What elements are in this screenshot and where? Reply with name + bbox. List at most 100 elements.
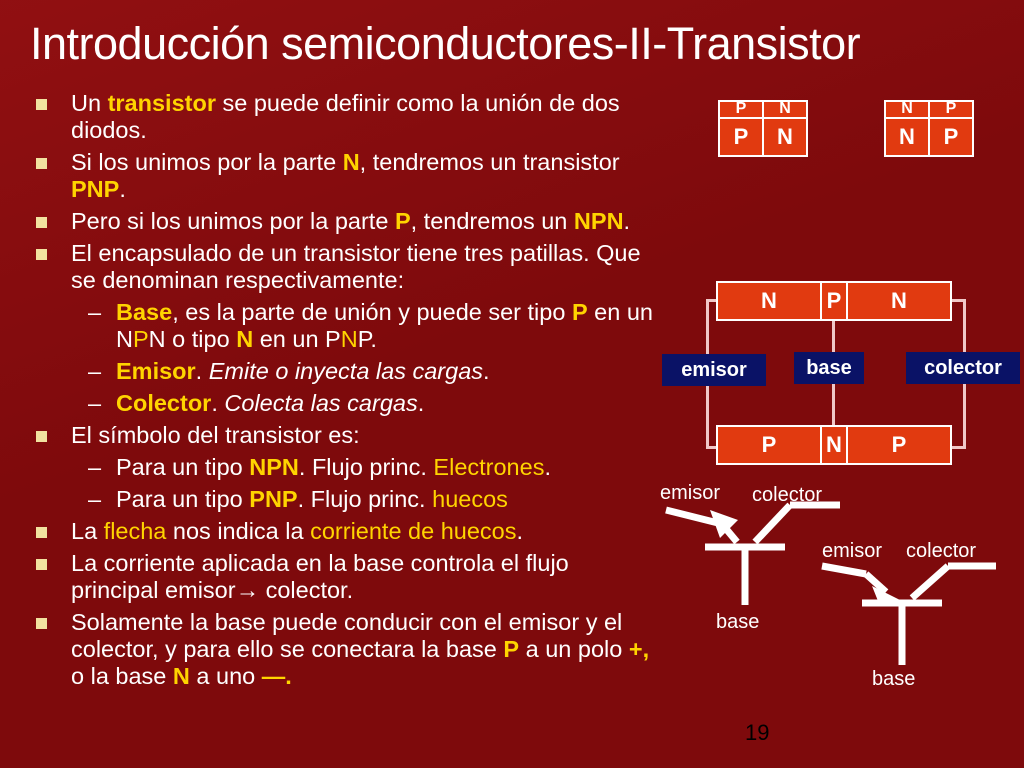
text: , tendremos un transistor — [359, 149, 620, 175]
highlight: Base — [116, 299, 173, 325]
highlight: huecos — [432, 486, 508, 512]
text: La corriente aplicada en la base control… — [71, 550, 569, 603]
text: Un — [71, 90, 108, 116]
text: Pero si los unimos por la parte — [71, 208, 395, 234]
dash: – — [88, 390, 102, 416]
pnp-left: P — [716, 425, 822, 465]
sub-bullet-emisor: – Emisor. Emite o inyecta las cargas. — [30, 358, 660, 385]
symbol1-base-label: base — [716, 611, 760, 633]
symbol2-base-label: base — [872, 668, 916, 690]
dash: – — [88, 486, 102, 512]
text: Si los unimos por la parte — [71, 149, 343, 175]
bullet-7: La corriente aplicada en la base control… — [30, 550, 660, 604]
connector-colector-bottom — [952, 446, 966, 449]
text: . — [195, 358, 209, 384]
sub-bullet-npn: – Para un tipo NPN. Flujo princ. Electro… — [30, 454, 660, 481]
highlight: N — [340, 326, 358, 352]
text: , tendremos un — [410, 208, 574, 234]
highlight: P — [394, 208, 411, 234]
bullet-list: Un transistor se puede definir como la u… — [30, 90, 660, 695]
connector-colector-top — [952, 299, 966, 302]
pnp-arrow-icon — [872, 586, 900, 606]
npn-arrow-icon — [710, 510, 738, 538]
text: Para un tipo — [116, 486, 250, 512]
diode-np-left: N — [884, 117, 930, 157]
text: a uno — [189, 663, 262, 689]
bullet-8: Solamente la base puede conducir con el … — [30, 609, 660, 690]
sub-bullet-colector: – Colector. Colecta las cargas. — [30, 390, 660, 417]
text: . — [483, 358, 490, 384]
bullet-4: El encapsulado de un transistor tiene tr… — [30, 240, 660, 294]
npn-left: N — [716, 281, 822, 321]
text: La — [71, 518, 104, 544]
symbol1-colector-label: colector — [752, 484, 823, 506]
text: . — [417, 390, 425, 416]
symbol1-emisor-label: emisor — [660, 482, 721, 504]
npn-emitter-lead — [665, 506, 723, 528]
text: . — [211, 390, 225, 416]
highlight: transistor — [107, 90, 216, 116]
dash: – — [88, 454, 102, 480]
highlight: Emisor — [116, 358, 196, 384]
text: El símbolo del transistor es: — [71, 422, 360, 448]
connector-emisor-bottom — [706, 446, 720, 449]
text: . — [623, 208, 631, 234]
dash: – — [88, 299, 102, 325]
text: P. — [357, 326, 377, 352]
pnp-right: P — [846, 425, 952, 465]
text: . — [544, 454, 551, 480]
sub-bullet-base: – Base, es la parte de unión y puede ser… — [30, 299, 660, 353]
highlight: PNP — [249, 486, 298, 512]
sub-bullet-pnp: – Para un tipo PNP. Flujo princ. huecos — [30, 486, 660, 513]
highlight: NPN — [249, 454, 299, 480]
bullet-6: La flecha nos indica la corriente de hue… — [30, 518, 660, 545]
text: . Flujo princ. — [297, 486, 433, 512]
arrow-symbol: → — [235, 577, 260, 603]
highlight: P — [503, 636, 520, 662]
text: Para un tipo — [116, 454, 250, 480]
highlight: N — [236, 326, 254, 352]
highlight: NPN — [573, 208, 624, 234]
highlight: N — [342, 149, 360, 175]
diode-np-right: P — [928, 117, 974, 157]
bullet-1: Un transistor se puede definir como la u… — [30, 90, 660, 144]
slide-title: Introducción semiconductores-II-Transist… — [30, 18, 861, 69]
page-number: 19 — [745, 720, 770, 745]
text: Emite o inyecta las cargas — [208, 358, 484, 384]
pnp-emitter-lead-2 — [863, 571, 889, 595]
text: . Flujo princ. — [298, 454, 434, 480]
text: Solamente la base puede conducir con el … — [71, 609, 623, 662]
highlight: PNP — [71, 176, 120, 202]
text: El encapsulado de un transistor tiene tr… — [71, 240, 641, 293]
bullet-2: Si los unimos por la parte N, tendremos … — [30, 149, 660, 203]
highlight: corriente de huecos — [310, 518, 517, 544]
text: Colecta las cargas — [224, 390, 418, 416]
highlight: +, — [628, 636, 650, 662]
pnp-symbol — [821, 562, 996, 665]
text: en un P — [253, 326, 341, 352]
text: colector. — [259, 577, 354, 603]
highlight: Electrones — [433, 454, 545, 480]
text: , es la parte de unión y puede ser tipo — [172, 299, 572, 325]
diode-pn-left: P — [718, 117, 764, 157]
bullet-5: El símbolo del transistor es: — [30, 422, 660, 449]
bullet-3: Pero si los unimos por la parte P, tendr… — [30, 208, 660, 235]
npn-collector-lead — [752, 502, 793, 545]
text: nos indica la — [166, 518, 311, 544]
text: en un N — [116, 299, 653, 352]
npn-right: N — [846, 281, 952, 321]
symbol2-emisor-label: emisor — [822, 540, 883, 562]
text: . — [119, 176, 126, 202]
text: a un polo — [519, 636, 629, 662]
symbol2-colector-label: colector — [906, 540, 977, 562]
dash: – — [88, 358, 102, 384]
label-colector: colector — [906, 352, 1020, 384]
text: o la base — [71, 663, 173, 689]
label-base: base — [794, 352, 864, 384]
text: se puede definir como la unión de dos di… — [71, 90, 620, 143]
pnp-emitter-lead — [821, 562, 867, 578]
diode-pn-right: N — [762, 117, 808, 157]
text: N o tipo — [148, 326, 237, 352]
